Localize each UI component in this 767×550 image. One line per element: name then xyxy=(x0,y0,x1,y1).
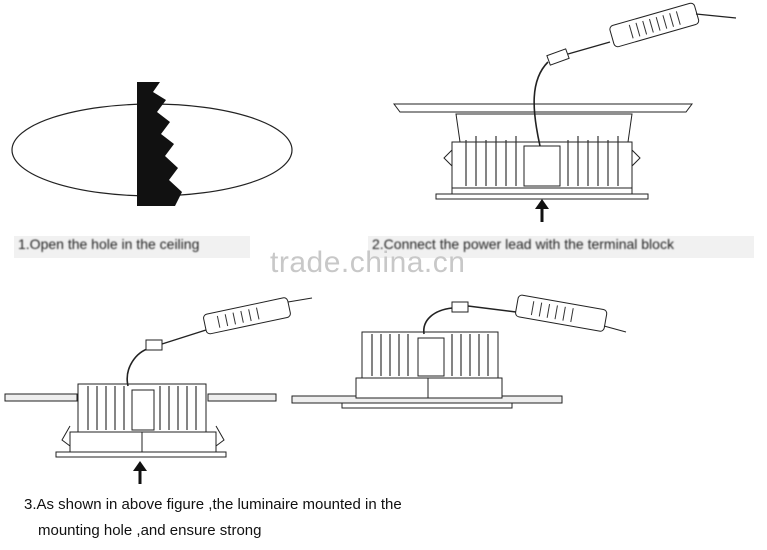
mains-cable xyxy=(603,325,627,333)
driver-cable xyxy=(161,329,207,345)
luminaire-housing-top xyxy=(455,113,633,143)
mains-cable xyxy=(287,297,313,303)
driver-cable xyxy=(567,41,611,55)
power-cable xyxy=(126,347,151,387)
step3-caption-line2: mounting hole ,and ensure strong xyxy=(38,522,262,539)
ceiling-board-left xyxy=(4,393,78,402)
step1-ceiling-hole-figure xyxy=(11,82,293,206)
power-cable xyxy=(423,307,453,335)
step2-luminaire-figure xyxy=(393,2,737,200)
saw-cut-shape xyxy=(137,82,182,206)
spring-clip-right xyxy=(631,149,641,167)
housing-lower xyxy=(69,431,217,453)
trim-ring xyxy=(55,451,227,458)
trim-ring xyxy=(435,193,649,200)
spring-clip-left xyxy=(443,149,453,167)
ceiling-plate xyxy=(393,103,693,113)
terminal-box xyxy=(131,389,155,431)
connector xyxy=(546,48,570,66)
heatsink-fins xyxy=(465,136,619,186)
push-arrow-step3 xyxy=(133,461,147,484)
driver-cable xyxy=(467,305,517,313)
heatsink-fins xyxy=(87,386,197,430)
step3-caption-line1: 3.As shown in above figure ,the luminair… xyxy=(24,496,402,513)
trim-collar xyxy=(451,187,633,195)
step3-right-luminaire-figure xyxy=(291,294,627,409)
caption-band-2 xyxy=(368,236,754,258)
connector xyxy=(451,301,469,313)
terminal-box xyxy=(523,145,561,187)
step1-caption: 1.Open the hole in the ceiling xyxy=(18,236,200,252)
led-driver xyxy=(609,2,700,48)
caption-band-1 xyxy=(14,236,250,258)
watermark-text: trade.china.cn xyxy=(270,246,466,279)
housing-lower xyxy=(355,377,503,399)
ceiling-board-right xyxy=(207,393,277,402)
trim-ring xyxy=(341,402,513,409)
connector xyxy=(145,339,163,351)
led-driver xyxy=(515,294,608,332)
terminal-box xyxy=(417,337,445,377)
mains-cable xyxy=(695,13,737,19)
led-driver xyxy=(203,297,291,335)
step3-left-luminaire-figure xyxy=(4,297,313,458)
step2-caption: 2.Connect the power lead with the termin… xyxy=(372,236,674,252)
push-arrow-step2 xyxy=(535,199,549,222)
spring-clip-right xyxy=(215,425,225,447)
heatsink-fins xyxy=(371,334,489,376)
spring-clip-left xyxy=(61,425,71,447)
power-cable xyxy=(533,61,549,147)
